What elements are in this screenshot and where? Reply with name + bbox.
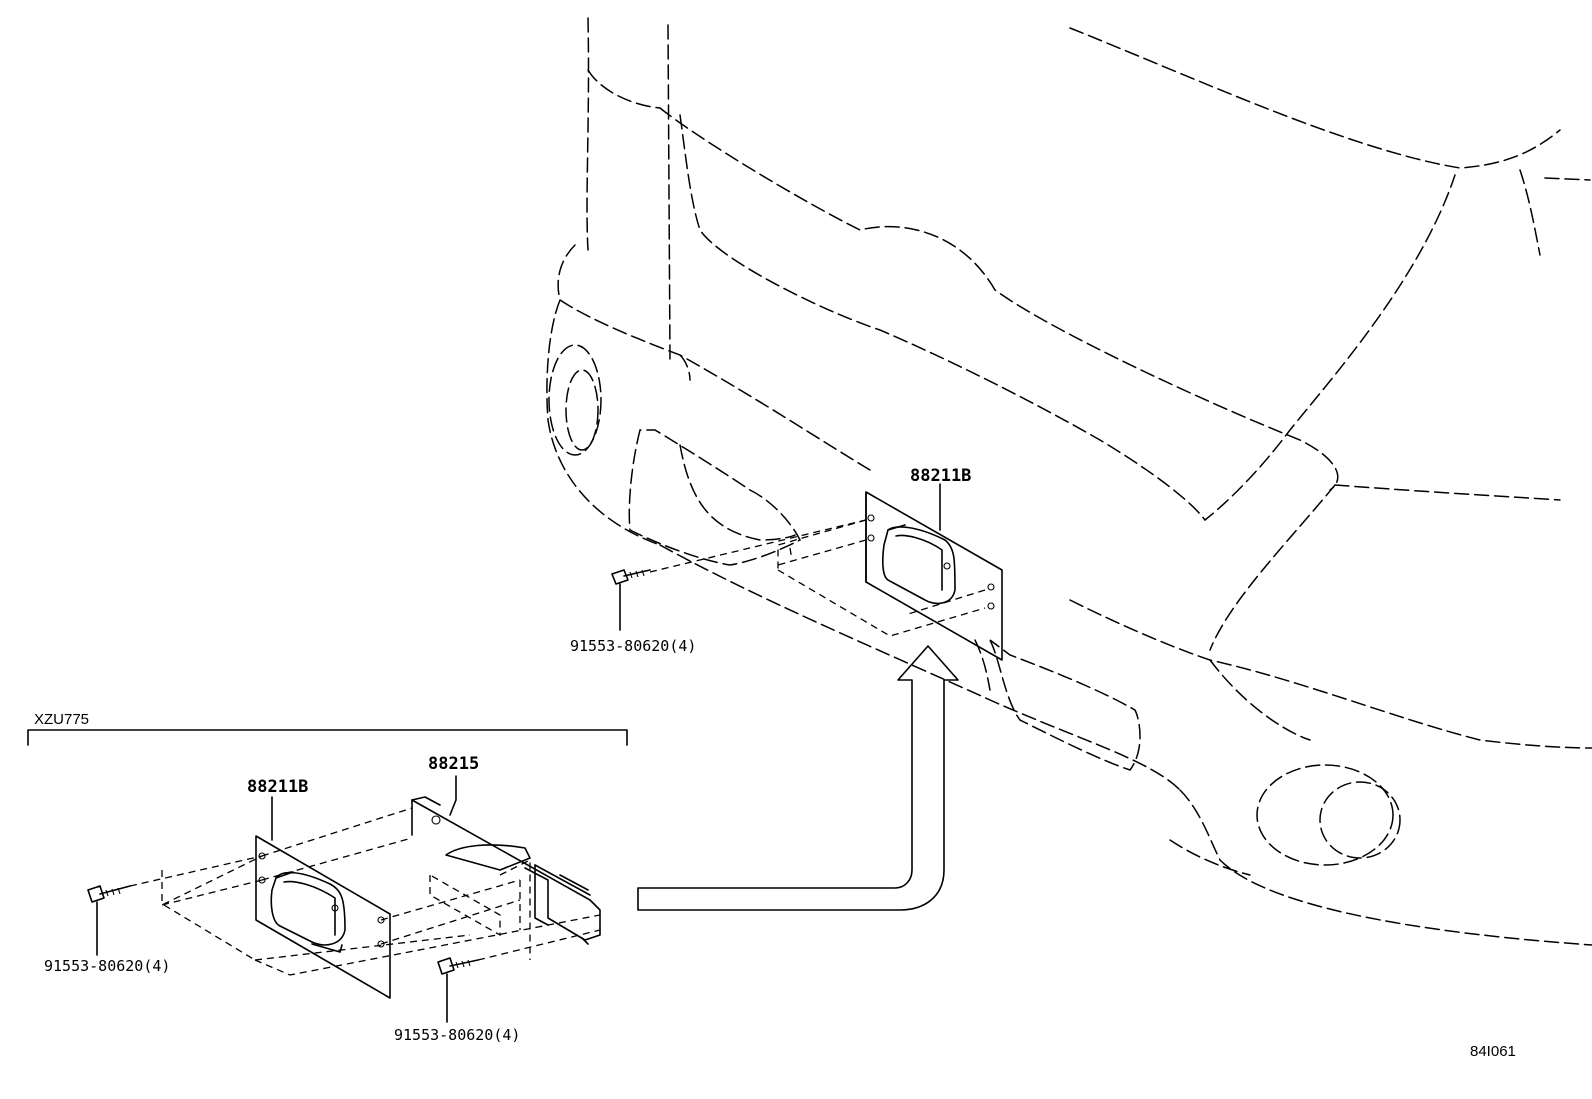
group-code: XZU775 — [34, 711, 89, 728]
bracket-detail — [411, 796, 601, 960]
screw-top — [611, 519, 867, 631]
part-number-bracket-detail: 88215 — [428, 754, 479, 774]
detail-assembly-lines — [161, 807, 601, 976]
sensor-detail — [255, 835, 391, 999]
part-number-screw-left: 91553-80620(4) — [44, 957, 170, 975]
figure-code: 84I061 — [1470, 1043, 1516, 1060]
part-number-sensor-detail: 88211B — [247, 777, 308, 797]
detail-bracket-group — [27, 729, 628, 746]
part-number-screw-top: 91553-80620(4) — [570, 637, 696, 655]
sensor-mounted — [777, 491, 1003, 661]
screw-left — [87, 855, 263, 956]
part-number-sensor-top: 88211B — [910, 466, 971, 486]
install-arrow — [637, 645, 959, 911]
screw-bottom — [437, 929, 601, 1023]
leader-bracket-detail — [449, 775, 457, 816]
part-number-screw-bottom: 91553-80620(4) — [394, 1026, 520, 1044]
vehicle-outline — [546, 17, 1592, 946]
